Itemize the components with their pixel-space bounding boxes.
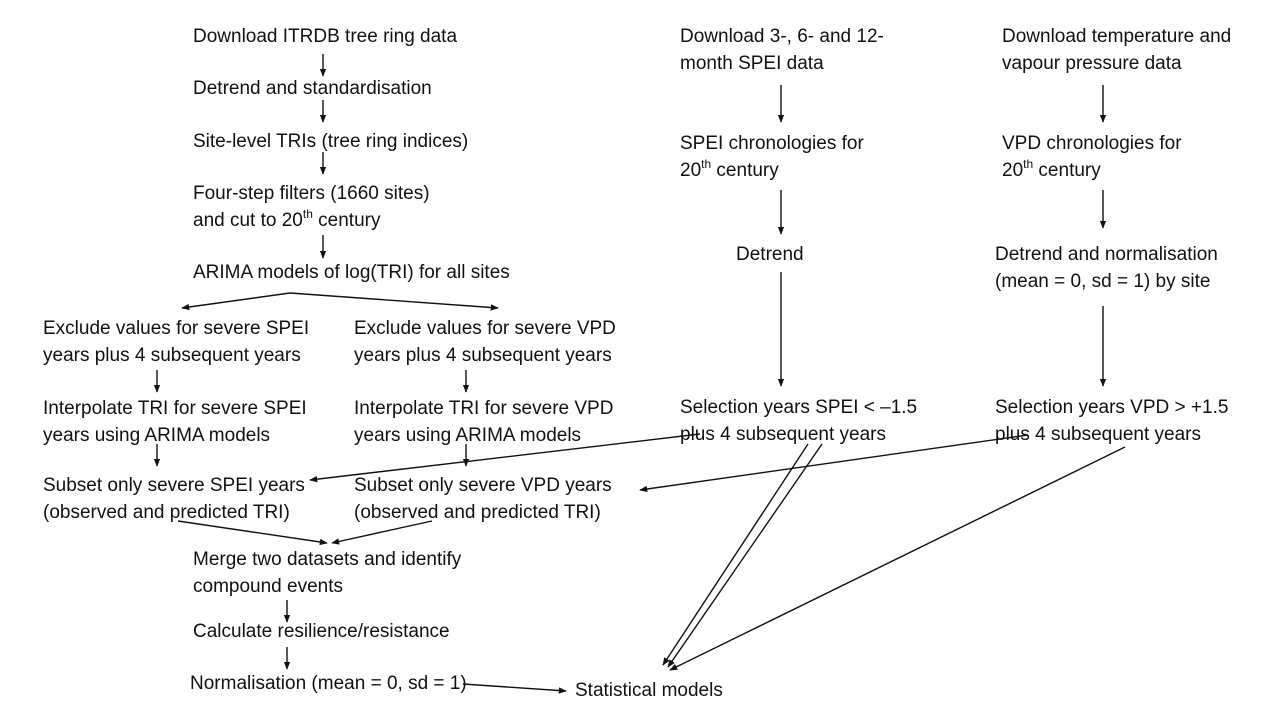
node-vpd-chronologies-line2: 20th century xyxy=(1002,157,1182,184)
node-statistical-models-line: Statistical models xyxy=(575,680,723,701)
node-site-level-tris: Site-level TRIs (tree ring indices) xyxy=(193,128,468,155)
node-detrend-standardisation-line: Detrend and standardisation xyxy=(193,78,432,99)
node-calculate-resilience: Calculate resilience/resistance xyxy=(193,618,450,645)
node-interpolate-vpd-line2: years using ARIMA models xyxy=(354,425,582,446)
node-selection-spei: Selection years SPEI < –1.5 plus 4 subse… xyxy=(680,394,917,448)
node-site-level-tris-line: Site-level TRIs (tree ring indices) xyxy=(193,131,469,152)
node-merge-datasets: Merge two datasets and identify compound… xyxy=(193,546,461,600)
node-interpolate-spei-line1: Interpolate TRI for severe SPEI xyxy=(43,398,307,419)
node-interpolate-vpd-line1: Interpolate TRI for severe VPD xyxy=(354,398,614,419)
node-spei-chronologies-line2-post: century xyxy=(711,160,779,181)
arrow-sel-spei-to-stat-b xyxy=(667,443,823,668)
node-spei-chronologies-line2-pre: 20 xyxy=(680,160,702,181)
node-calculate-resilience-line: Calculate resilience/resistance xyxy=(193,621,450,642)
node-selection-vpd-line1: Selection years VPD > +1.5 xyxy=(995,397,1229,418)
node-vpd-chronologies: VPD chronologies for 20th century xyxy=(1002,130,1182,184)
node-download-spei-line2: month SPEI data xyxy=(680,53,824,74)
node-merge-datasets-line2: compound events xyxy=(193,576,343,597)
node-subset-vpd: Subset only severe VPD years (observed a… xyxy=(354,472,612,526)
node-exclude-spei-line2: years plus 4 subsequent years xyxy=(43,345,301,366)
node-vpd-chronologies-line2-pre: 20 xyxy=(1002,160,1024,181)
node-statistical-models: Statistical models xyxy=(575,677,723,704)
arrow-arima-to-excl-spei xyxy=(181,292,291,311)
node-detrend-standardisation: Detrend and standardisation xyxy=(193,75,432,102)
node-four-step-filters: Four-step filters (1660 sites) and cut t… xyxy=(193,180,430,234)
node-download-temperature-line2: vapour pressure data xyxy=(1002,53,1182,74)
node-four-step-filters-line2: and cut to 20th century xyxy=(193,207,430,234)
node-download-spei: Download 3-, 6- and 12- month SPEI data xyxy=(680,23,884,77)
node-exclude-spei: Exclude values for severe SPEI years plu… xyxy=(43,315,309,369)
arrow-subset-spei-to-merge xyxy=(177,520,328,546)
node-selection-vpd: Selection years VPD > +1.5 plus 4 subseq… xyxy=(995,394,1228,448)
node-download-spei-line1: Download 3-, 6- and 12- xyxy=(680,26,884,47)
node-spei-chronologies-line1: SPEI chronologies for xyxy=(680,133,864,154)
node-spei-chronologies-line2: 20th century xyxy=(680,157,864,184)
node-download-temperature: Download temperature and vapour pressure… xyxy=(1002,23,1231,77)
node-vpd-detrend-normalisation: Detrend and normalisation (mean = 0, sd … xyxy=(995,241,1218,295)
node-four-step-filters-line1: Four-step filters (1660 sites) xyxy=(193,183,430,204)
node-four-step-filters-line2-sup: th xyxy=(302,206,313,221)
node-subset-spei: Subset only severe SPEI years (observed … xyxy=(43,472,305,526)
node-spei-detrend: Detrend xyxy=(736,241,804,268)
node-exclude-vpd: Exclude values for severe VPD years plus… xyxy=(354,315,616,369)
arrow-subset-vpd-to-merge xyxy=(331,520,433,545)
node-vpd-detrend-normalisation-line1: Detrend and normalisation xyxy=(995,244,1218,265)
node-four-step-filters-line2-post: century xyxy=(312,210,381,231)
node-vpd-chronologies-line2-post: century xyxy=(1033,160,1101,181)
node-vpd-chronologies-line1: VPD chronologies for xyxy=(1002,133,1182,154)
node-selection-spei-line1: Selection years SPEI < –1.5 xyxy=(680,397,918,418)
node-subset-vpd-line1: Subset only severe VPD years xyxy=(354,475,612,496)
node-exclude-spei-line1: Exclude values for severe SPEI xyxy=(43,318,310,339)
node-spei-chronologies: SPEI chronologies for 20th century xyxy=(680,130,864,184)
arrow-norm-to-stat xyxy=(462,683,567,694)
node-subset-spei-line2: (observed and predicted TRI) xyxy=(43,502,290,523)
arrow-sel-vpd-to-subset-vpd xyxy=(639,434,1029,493)
node-interpolate-spei: Interpolate TRI for severe SPEI years us… xyxy=(43,395,307,449)
node-download-temperature-line1: Download temperature and xyxy=(1002,26,1232,47)
arrow-sel-spei-to-subset-spei xyxy=(309,433,701,483)
node-spei-detrend-line: Detrend xyxy=(736,244,804,265)
node-four-step-filters-line2-pre: and cut to 20 xyxy=(193,210,303,231)
node-vpd-chronologies-line2-sup: th xyxy=(1023,156,1034,171)
node-normalisation: Normalisation (mean = 0, sd = 1) xyxy=(190,670,467,697)
node-arima-models-line: ARIMA models of log(TRI) for all sites xyxy=(193,262,510,283)
node-subset-vpd-line2: (observed and predicted TRI) xyxy=(354,502,601,523)
node-exclude-vpd-line1: Exclude values for severe VPD xyxy=(354,318,616,339)
node-subset-spei-line1: Subset only severe SPEI years xyxy=(43,475,305,496)
arrow-sel-vpd-to-stat xyxy=(669,446,1126,671)
node-merge-datasets-line1: Merge two datasets and identify xyxy=(193,549,462,570)
node-download-itrdb: Download ITRDB tree ring data xyxy=(193,23,457,50)
node-interpolate-spei-line2: years using ARIMA models xyxy=(43,425,271,446)
node-normalisation-line: Normalisation (mean = 0, sd = 1) xyxy=(190,673,467,694)
node-interpolate-vpd: Interpolate TRI for severe VPD years usi… xyxy=(354,395,613,449)
node-selection-spei-line2: plus 4 subsequent years xyxy=(680,424,886,445)
node-exclude-vpd-line2: years plus 4 subsequent years xyxy=(354,345,612,366)
arrow-sel-spei-to-stat-a xyxy=(662,443,809,666)
node-selection-vpd-line2: plus 4 subsequent years xyxy=(995,424,1201,445)
arrow-arima-to-excl-vpd xyxy=(289,292,499,311)
node-vpd-detrend-normalisation-line2: (mean = 0, sd = 1) by site xyxy=(995,271,1211,292)
node-spei-chronologies-line2-sup: th xyxy=(701,156,712,171)
node-download-itrdb-line: Download ITRDB tree ring data xyxy=(193,26,458,47)
node-arima-models: ARIMA models of log(TRI) for all sites xyxy=(193,259,510,286)
